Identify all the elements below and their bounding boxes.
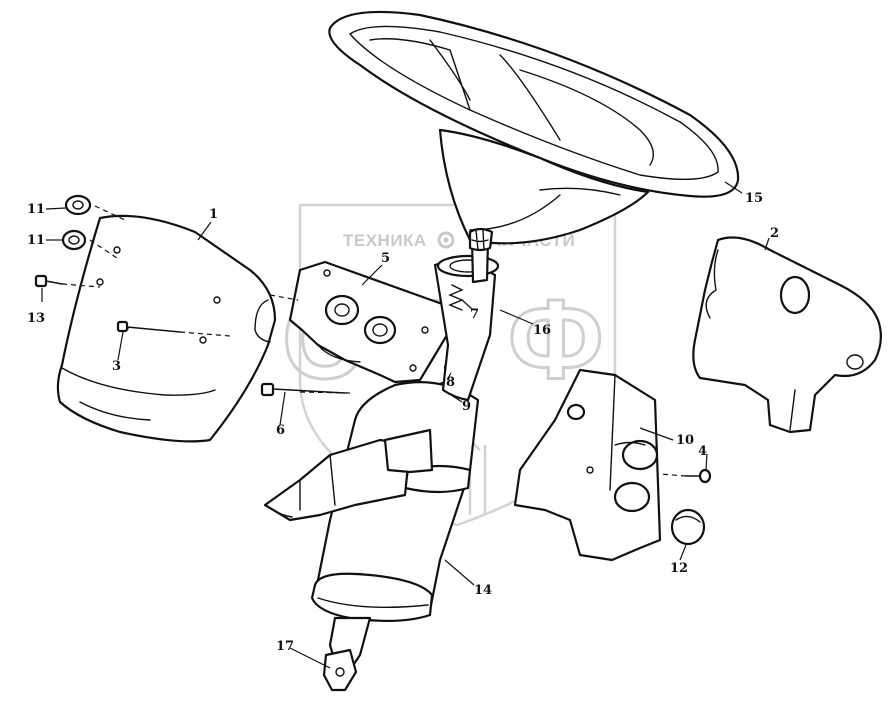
panel-screw	[659, 468, 712, 484]
callout-11-bottom: 11	[27, 233, 45, 248]
steering-column	[263, 381, 480, 692]
callout-15: 15	[745, 191, 763, 206]
watermark-gear-icon	[437, 231, 455, 249]
mounting-bracket	[288, 260, 452, 384]
callout-10: 10	[676, 433, 694, 448]
spring	[448, 284, 464, 311]
callout-4: 4	[698, 444, 707, 459]
cap-plug	[670, 508, 706, 546]
callout-9: 9	[462, 399, 471, 414]
left-cover	[56, 214, 277, 443]
callout-13: 13	[27, 311, 45, 326]
center-panel	[513, 368, 662, 562]
callout-11-top: 11	[27, 202, 45, 217]
callout-6: 6	[276, 423, 285, 438]
callout-14: 14	[474, 583, 492, 598]
long-screw	[116, 320, 231, 337]
callout-16: 16	[533, 323, 551, 338]
callout-3: 3	[112, 359, 121, 374]
washer-bottom	[61, 229, 87, 251]
callouts: 1 2 3 4 5 6 7 8 9 10 11 11 12 13 14 15 1…	[27, 191, 779, 654]
steering-shaft	[468, 227, 494, 284]
callout-8: 8	[446, 375, 455, 390]
callout-5: 5	[381, 251, 390, 266]
callout-1: 1	[209, 207, 218, 222]
leader-lines	[41, 181, 770, 669]
callout-12: 12	[670, 561, 688, 576]
upper-column-tube	[433, 254, 500, 402]
bolt	[260, 382, 346, 397]
callout-2: 2	[770, 226, 779, 241]
assembly-lines	[89, 205, 351, 394]
small-screw	[34, 274, 101, 288]
right-cover	[692, 236, 882, 434]
watermark-left-word: ТЕХНИКА	[343, 231, 427, 250]
callout-7: 7	[470, 307, 479, 322]
steering-wheel	[328, 10, 740, 245]
callout-17: 17	[276, 639, 294, 654]
washer-top	[64, 194, 92, 216]
